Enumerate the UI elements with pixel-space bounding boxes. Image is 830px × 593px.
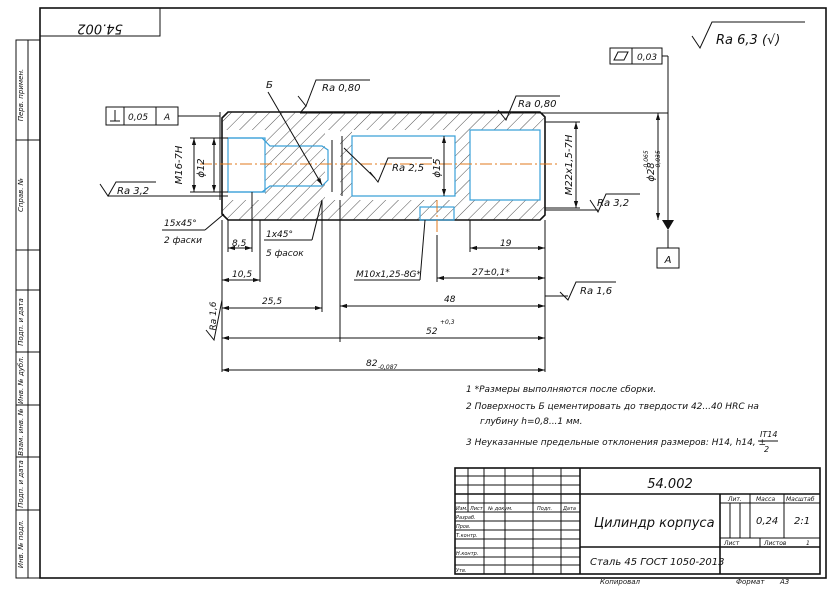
col-doc: № докум. — [487, 506, 513, 512]
dim-48: 48 — [444, 295, 456, 305]
ra-icon — [589, 193, 640, 214]
col-sign: Подп. — [537, 506, 552, 512]
note-2b: глубину h=0,8...1 мм. — [480, 417, 582, 427]
mass-label: Масса — [756, 496, 775, 503]
side-stamp-3: Подп. и дата — [17, 298, 25, 346]
surface-b-label: Б — [266, 80, 273, 91]
thread-m10: М10х1,25-8G* — [356, 270, 422, 280]
ra-16b: Ra 1,6 — [580, 286, 612, 297]
side-stamp-6: Подп. и дата — [17, 460, 25, 508]
datum-box — [656, 247, 680, 269]
title-block: 54.002 Цилиндр корпуса Сталь 45 ГОСТ 105… — [454, 467, 821, 575]
col-izm: Изм. — [456, 506, 468, 512]
note-2: 2 Поверхность Б цементировать до твердос… — [466, 402, 759, 412]
ra-icon — [99, 181, 156, 197]
row-utv: Утв. — [456, 568, 467, 574]
dim-27: 27±0,1* — [472, 268, 510, 278]
format-value: А3 — [779, 578, 789, 586]
mass-value: 0,24 — [756, 516, 778, 527]
part-title: Цилиндр корпуса — [594, 516, 715, 531]
row-tkontr: Т.контр. — [456, 533, 478, 539]
thread-m22: М22х1,5-7Н — [564, 134, 575, 195]
sheets-label: Листов — [763, 540, 787, 547]
ra-25: Ra 2,5 — [392, 163, 424, 174]
scale-value: 2:1 — [794, 516, 810, 527]
datum-triangle-icon — [662, 220, 674, 230]
thread-m16: М16-7Н — [174, 145, 185, 184]
col-date: Дата — [562, 506, 576, 512]
side-stamp-4: Инв. № дубл. — [17, 356, 25, 404]
dim-82: 82 — [366, 359, 378, 369]
title-block-number: 54.002 — [647, 477, 693, 492]
dim-52-tol: +0,3 — [440, 319, 455, 326]
dim-255: 25,5 — [262, 297, 282, 307]
perpendicularity-icon — [110, 110, 120, 122]
dia-15: ϕ15 — [432, 158, 443, 177]
ra-32a: Ra 3,2 — [117, 186, 149, 197]
drawing-frame — [39, 7, 827, 579]
scale-label: Масштаб — [786, 496, 815, 503]
col-list: Лист — [469, 506, 484, 512]
side-stamp-1: Перв. примен. — [17, 69, 25, 122]
chamfer-1: 15х45° — [164, 219, 197, 229]
flatness-tolerance: 0,03 — [637, 53, 657, 63]
format-label: Формат — [736, 578, 765, 586]
note-3-num: IT14 — [760, 430, 777, 439]
ra-080a: Ra 0,80 — [322, 83, 361, 94]
side-stamp-2: Справ. № — [17, 178, 25, 212]
mirrored-number-box — [39, 7, 161, 37]
chamfer-2: 1х45° — [266, 230, 293, 240]
perp-tolerance: 0,05 — [128, 113, 148, 123]
perp-datum: А — [163, 113, 170, 123]
dim-52: 52 — [426, 327, 438, 337]
ra-16a: Ra 1,6 — [209, 301, 219, 330]
sheets-value: 1 — [806, 540, 810, 547]
chamfer-2b: 5 фасок — [266, 249, 304, 259]
copied-label: Копировал — [600, 578, 641, 586]
row-prov: Пров. — [456, 524, 471, 530]
lit-label: Лит. — [727, 496, 742, 503]
dia-28-tol-dn: -0,035 — [655, 150, 662, 170]
ra-080b: Ra 0,80 — [518, 99, 557, 110]
side-stamp-7: Инв. № подл. — [17, 520, 25, 568]
row-nkontr: Н.контр. — [456, 551, 478, 557]
sheet-label: Лист — [723, 540, 740, 547]
chamfer-1b: 2 фаски — [164, 236, 202, 246]
dia-28: ϕ28 — [646, 162, 657, 181]
mirrored-number: 54.002 — [77, 21, 123, 36]
dia-12: ϕ12 — [196, 158, 207, 177]
note-3: 3 Неуказанные предельные отклонения разм… — [466, 438, 766, 448]
ra-32b: Ra 3,2 — [597, 198, 629, 209]
ra-icon — [297, 79, 370, 107]
side-stamp-5: Взам. инв. № — [17, 408, 25, 456]
note-1: 1 *Размеры выполняются после сборки. — [466, 385, 656, 395]
flatness-icon — [613, 51, 629, 61]
dim-85: 8,5 — [232, 239, 247, 249]
roughness-general-icon — [691, 21, 805, 50]
dim-105: 10,5 — [232, 270, 252, 280]
dia-28-tol-up: -0,065 — [643, 150, 650, 170]
ra-icon — [497, 95, 560, 121]
dim-19: 19 — [500, 239, 512, 249]
note-3-den: 2 — [764, 445, 769, 454]
dim-82-tol: -0,087 — [378, 364, 398, 371]
row-razrab: Разраб. — [456, 515, 476, 521]
ra-icon — [205, 290, 223, 342]
roughness-general: Ra 6,3 (√) — [716, 33, 780, 48]
datum-label: А — [664, 255, 672, 266]
material: Сталь 45 ГОСТ 1050-2013 — [590, 557, 725, 568]
